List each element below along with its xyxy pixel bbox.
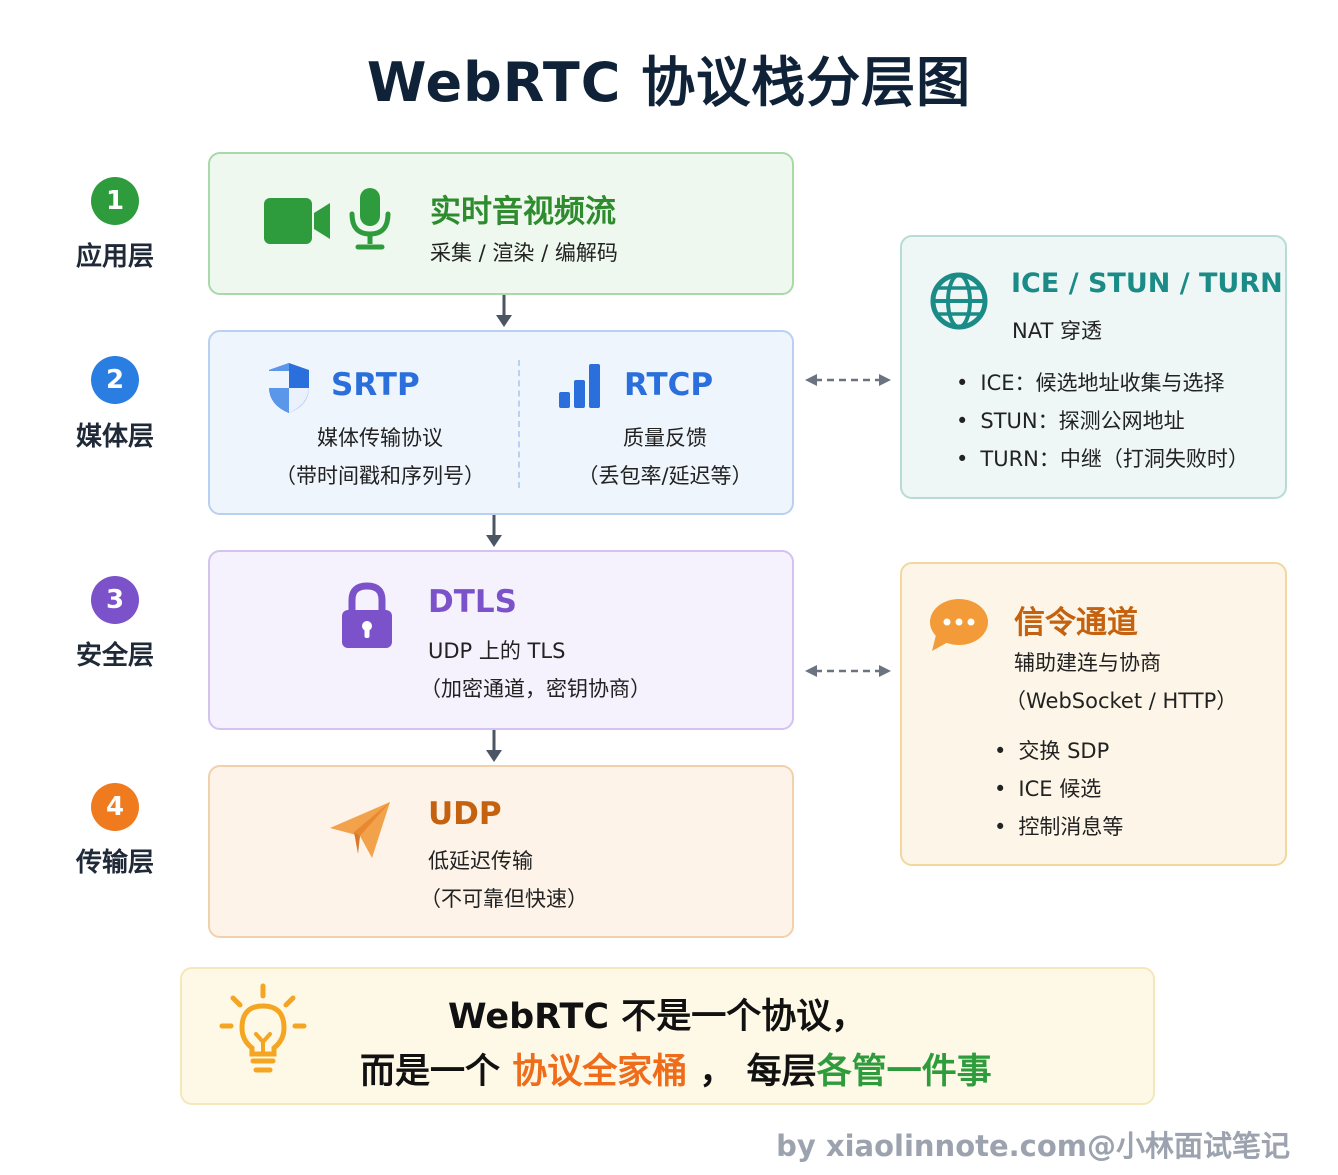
footer-watermark: by xiaolinnote.com@小林面试笔记 (776, 1129, 1290, 1163)
layer-3-label: 安全层 (75, 641, 154, 671)
layer-2-badge: 2 (91, 356, 139, 404)
app-subtitle: 采集 / 渲染 / 编解码 (430, 241, 618, 265)
signaling-bullet: 控制消息等 (994, 811, 1123, 841)
bar-chart-icon (559, 364, 600, 408)
note-line-2: 而是一个 协议全家桶 ， 每层各管一件事 (360, 1043, 992, 1094)
udp-note: （不可靠但快速） (420, 887, 588, 911)
media-divider (518, 360, 520, 488)
security-layer-box (208, 550, 794, 730)
microphone-icon (349, 188, 391, 250)
srtp-desc: 媒体传输协议 (317, 426, 443, 450)
stun-bullet: STUN：探测公网地址 (956, 405, 1184, 435)
layer-3-badge: 3 (91, 576, 139, 624)
signaling-note: （WebSocket / HTTP） (1005, 689, 1238, 713)
signaling-bullet: ICE 候选 (994, 773, 1101, 803)
note-line-1: WebRTC 不是一个协议， (448, 997, 867, 1037)
paper-plane-icon (330, 802, 390, 858)
app-title: 实时音视频流 (430, 194, 616, 230)
note-text: ， (699, 1052, 735, 1092)
rtcp-title: RTCP (624, 367, 714, 403)
ice-title: ICE / STUN / TURN (1011, 268, 1283, 299)
lock-icon (342, 582, 392, 648)
bidirectional-arrow-icon (805, 665, 891, 677)
note-highlight-bundle: 协议全家桶 (512, 1052, 688, 1092)
chat-bubble-icon (930, 599, 988, 651)
layer-1-label: 应用层 (75, 242, 154, 272)
layer-4-badge: 4 (91, 783, 139, 831)
note-text: 而是一个 (360, 1052, 501, 1092)
rtcp-note: （丢包率/延迟等） (577, 464, 753, 488)
lightbulb-icon (219, 983, 307, 1073)
udp-desc: 低延迟传输 (428, 849, 533, 873)
dtls-title: DTLS (428, 584, 517, 620)
shield-icon (269, 363, 309, 413)
down-arrow-icon (486, 730, 502, 762)
media-layer-box (208, 330, 794, 515)
layer-1-badge: 1 (91, 177, 139, 225)
signaling-title: 信令通道 (1014, 605, 1138, 641)
rtcp-desc: 质量反馈 (623, 426, 707, 450)
dtls-note: （加密通道，密钥协商） (420, 677, 651, 701)
srtp-note: （带时间戳和序列号） (275, 464, 485, 488)
video-camera-icon (264, 198, 330, 244)
signaling-desc: 辅助建连与协商 (1014, 651, 1161, 675)
page-title: WebRTC 协议栈分层图 (366, 51, 972, 114)
down-arrow-icon (496, 295, 512, 327)
layer-2-label: 媒体层 (75, 422, 154, 452)
globe-icon (930, 272, 988, 330)
dtls-desc: UDP 上的 TLS (428, 639, 566, 663)
ice-bullet: ICE：候选地址收集与选择 (956, 367, 1224, 397)
note-highlight-layers: 各管一件事 (816, 1052, 992, 1092)
summary-note-box (180, 967, 1155, 1105)
transport-layer-box (208, 765, 794, 938)
signaling-bullet: 交换 SDP (994, 735, 1109, 765)
udp-title: UDP (428, 796, 502, 832)
ice-subtitle: NAT 穿透 (1012, 319, 1102, 343)
turn-bullet: TURN：中继（打洞失败时） (956, 443, 1249, 473)
srtp-title: SRTP (331, 367, 420, 403)
layer-4-label: 传输层 (75, 848, 154, 878)
bidirectional-arrow-icon (805, 374, 891, 386)
note-text: 每层 (746, 1052, 817, 1092)
down-arrow-icon (486, 515, 502, 547)
